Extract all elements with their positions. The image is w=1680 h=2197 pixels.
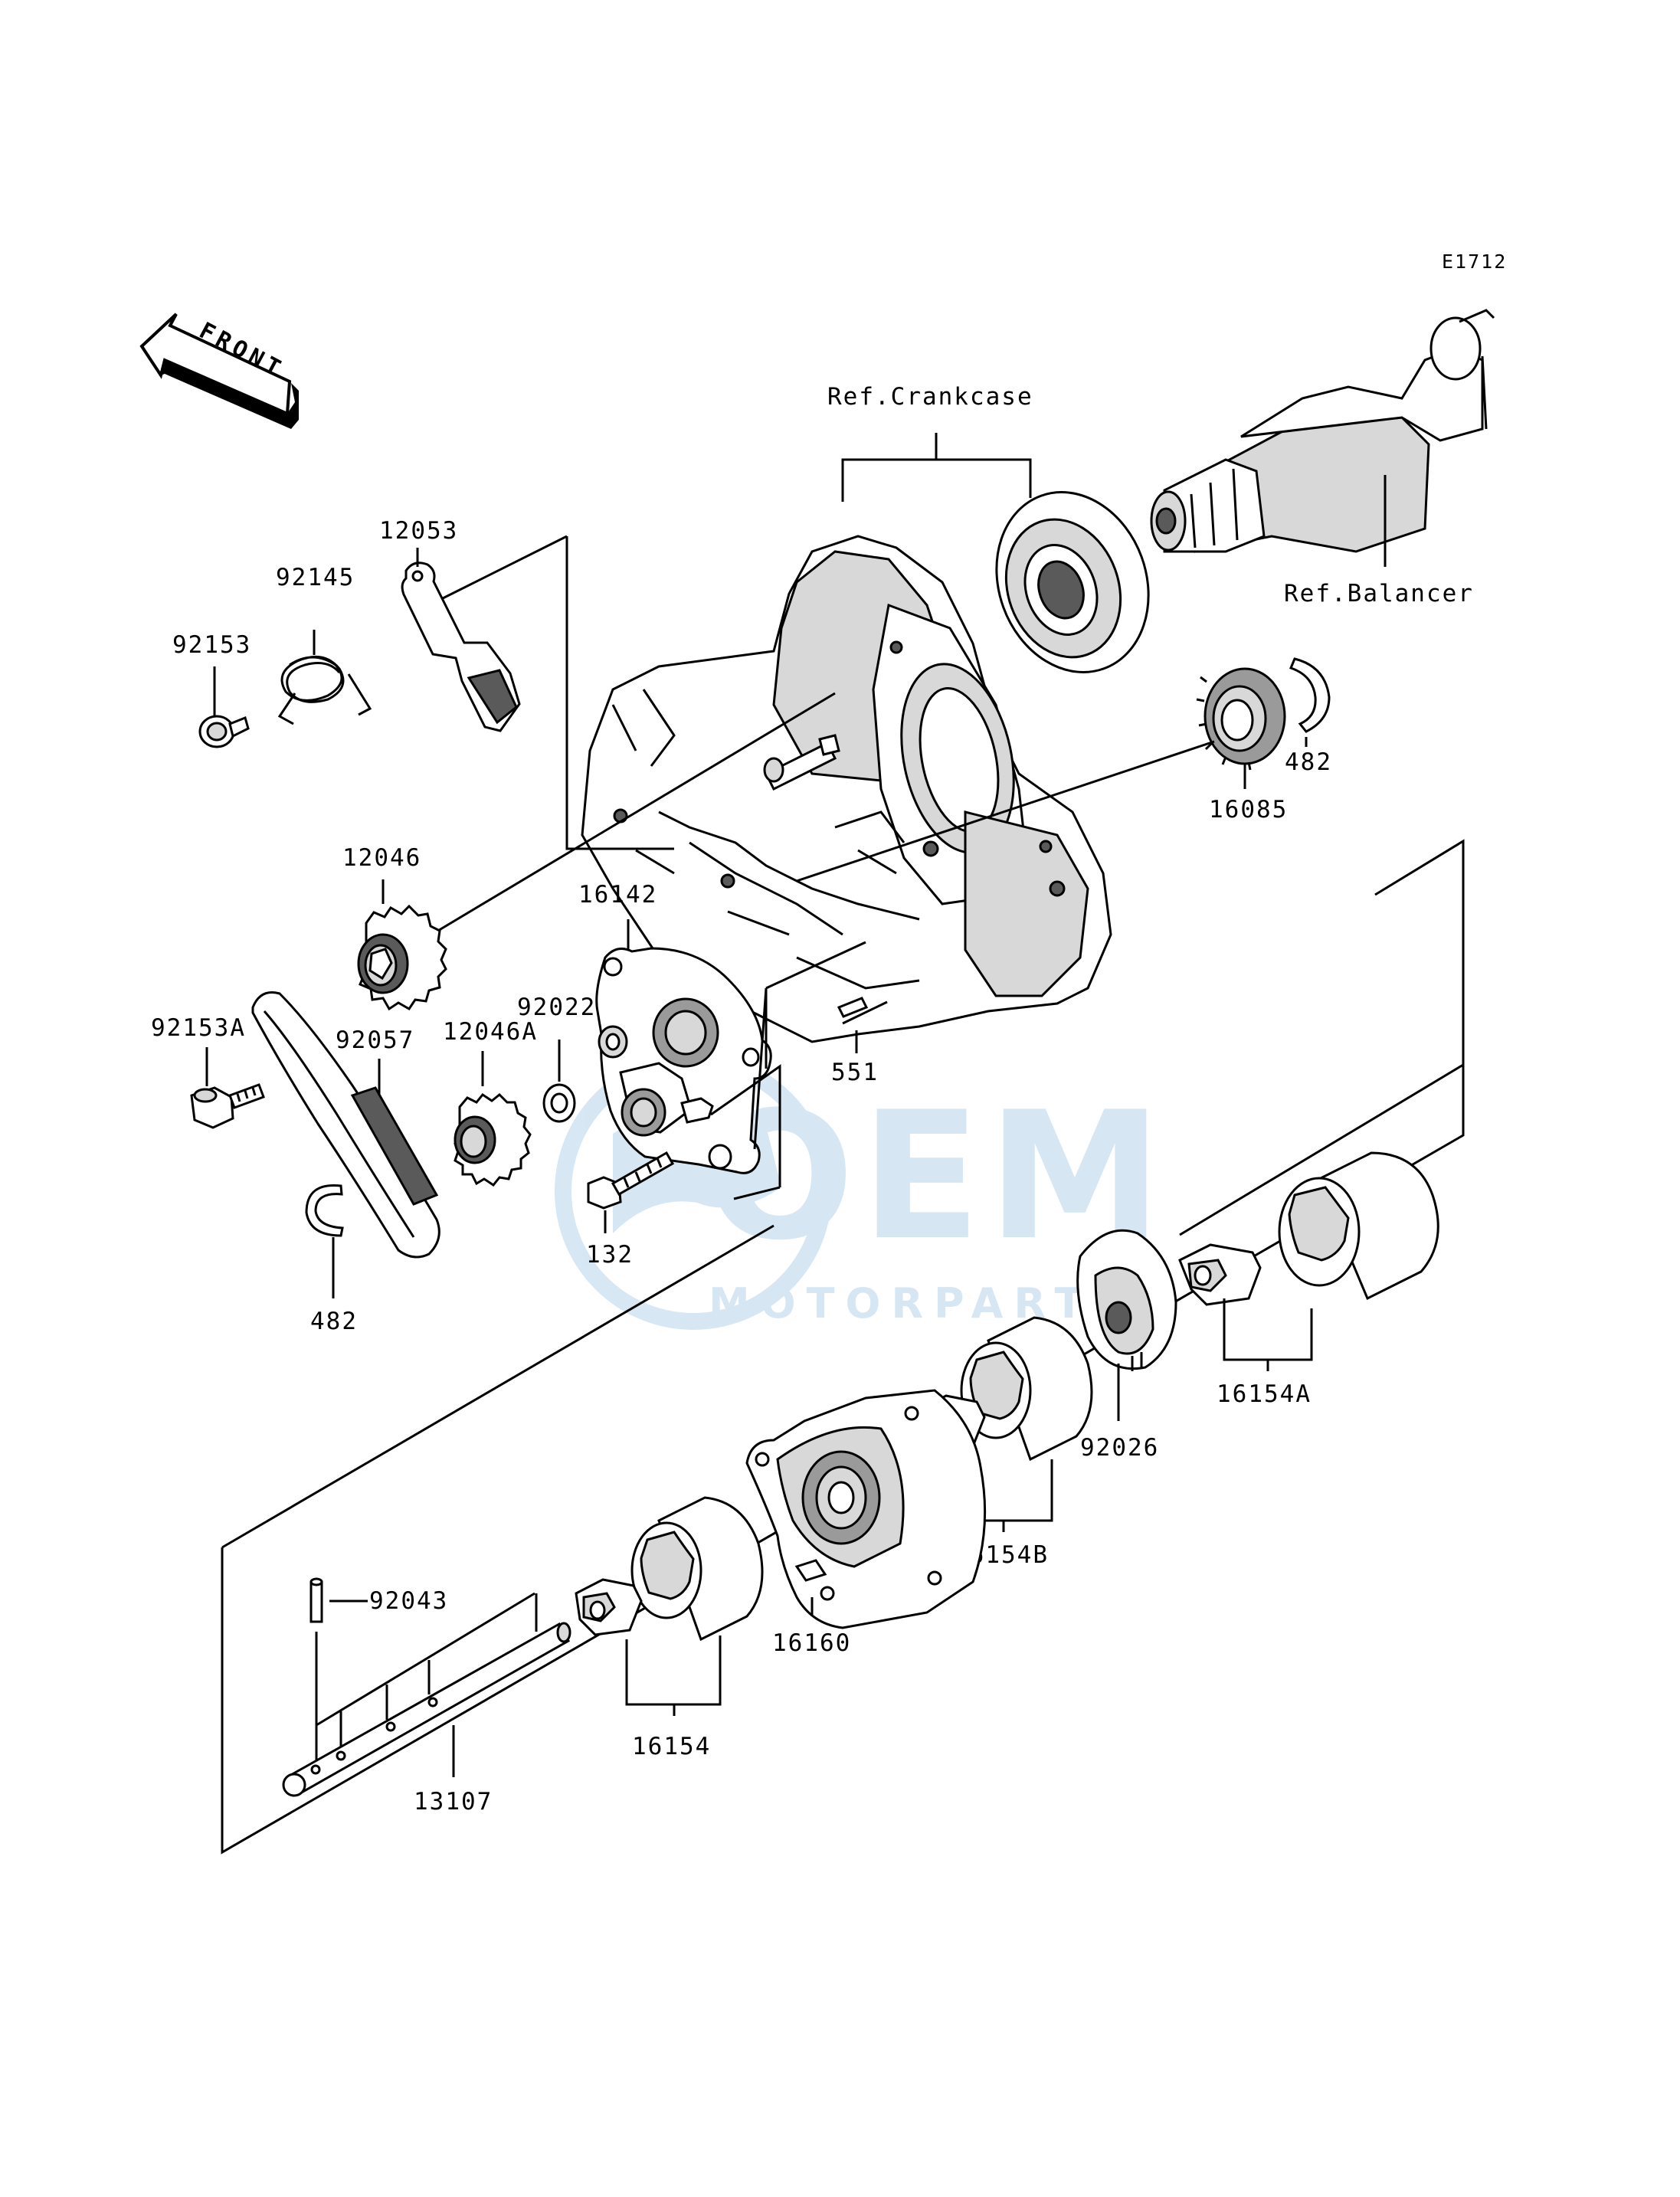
- watermark-sub: MOTORPARTS: [709, 1279, 1134, 1328]
- pump-body-16160: [745, 1389, 987, 1629]
- rotor-inner-16154A: [1178, 1243, 1262, 1306]
- callout-16085: 16085: [1209, 796, 1288, 823]
- callout-12053: 12053: [379, 517, 458, 545]
- bolt-132: [587, 1151, 675, 1210]
- callout-92057: 92057: [336, 1026, 414, 1054]
- sprocket-12046: [357, 904, 447, 1011]
- callout-482-left: 482: [310, 1308, 358, 1335]
- callout-92026: 92026: [1080, 1434, 1159, 1462]
- rotor-inner-16154: [575, 1578, 643, 1636]
- callout-92153A: 92153A: [151, 1014, 246, 1042]
- sprocket-12046A: [454, 1092, 532, 1187]
- callout-132: 132: [586, 1241, 634, 1269]
- rotor-outer-16154B: [960, 1316, 1093, 1462]
- pump-plate-92026: [1076, 1229, 1177, 1371]
- bolt-92153A: [190, 1083, 265, 1129]
- callout-92043: 92043: [369, 1587, 448, 1615]
- ref-crankcase-label: Ref.Crankcase: [827, 383, 1033, 411]
- circlip-482-left: [305, 1184, 344, 1237]
- bolt-92153: [198, 715, 250, 748]
- watermark-brand: OEM: [705, 1075, 1169, 1279]
- callout-12046A: 12046A: [443, 1018, 538, 1046]
- pin-92043: [309, 1577, 323, 1623]
- callout-482-right: 482: [1285, 748, 1332, 776]
- shaft-13107: [282, 1622, 571, 1797]
- crankcase-bearing: [995, 491, 1150, 673]
- callout-16142: 16142: [578, 881, 657, 909]
- bracket-12053: [401, 562, 521, 732]
- callout-551: 551: [831, 1059, 879, 1086]
- balancer-shaft: [1150, 309, 1495, 553]
- washer-92022: [542, 1083, 576, 1123]
- callout-13107: 13107: [414, 1788, 493, 1816]
- front-arrow-icon: FRONT: [139, 313, 299, 429]
- callout-92022: 92022: [517, 994, 596, 1021]
- diagram-code: E1712: [1442, 250, 1507, 273]
- chain-92057: [251, 991, 440, 1259]
- pump-cover-16142: [595, 947, 772, 1174]
- callout-92153: 92153: [172, 631, 251, 659]
- ref-balancer-label: Ref.Balancer: [1284, 580, 1474, 607]
- callout-12046: 12046: [342, 844, 421, 872]
- callout-16160: 16160: [772, 1629, 851, 1657]
- callout-92145: 92145: [276, 564, 355, 591]
- dowel-551: [837, 997, 869, 1018]
- callout-16154A: 16154A: [1217, 1380, 1312, 1408]
- rotor-outer-16154: [630, 1496, 764, 1642]
- callout-16154: 16154: [632, 1733, 711, 1760]
- crankcase-housing: [581, 535, 1112, 1043]
- gear-16085: [1196, 667, 1286, 771]
- rotor-outer-16154A: [1278, 1151, 1439, 1301]
- spring-92145: [277, 655, 372, 725]
